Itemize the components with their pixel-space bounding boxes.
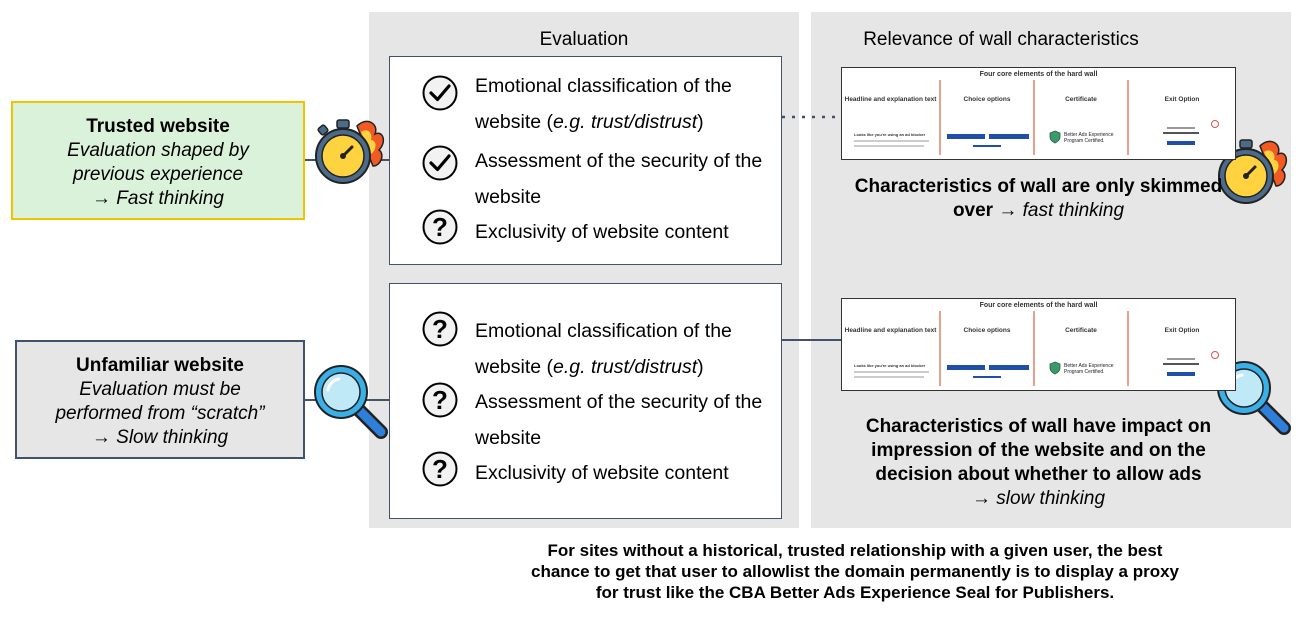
unfamiliar-line2: performed from “scratch”	[55, 403, 265, 424]
magnifier-icon	[314, 365, 388, 439]
svg-text:?: ?	[432, 314, 448, 344]
svg-text:?: ?	[432, 454, 448, 484]
wall-column-header: Certificate	[1065, 327, 1097, 334]
footer-text: For sites without a historical, trusted …	[530, 541, 1180, 602]
stopwatch-fire-icon	[1218, 139, 1288, 204]
item-text: Exclusivity of website content	[475, 462, 729, 484]
unfamiliar-arrow: →	[91, 427, 111, 448]
check-circle-icon	[422, 75, 458, 111]
wall-title: Four core elements of the hard wall	[979, 71, 1098, 78]
wall-column: Choice options	[941, 313, 1033, 384]
wall-column-header: Choice options	[963, 96, 1011, 103]
wall-column: Choice options	[941, 82, 1033, 153]
trusted-conclusion: Fast thinking	[116, 188, 224, 209]
unfamiliar-website-box: Unfamiliar website Evaluation must be pe…	[15, 340, 305, 459]
wall-cert-text: Better Ads Experience	[1064, 132, 1114, 138]
wall-column: Certificate Better Ads Experience Progra…	[1035, 82, 1127, 153]
wall-cert-text: Better Ads Experience	[1064, 363, 1114, 369]
question-circle-icon: ?	[422, 311, 458, 347]
wall-cert-text: Program Certified.	[1064, 369, 1105, 375]
wall-column: Certificate Better Ads Experience Progra…	[1035, 313, 1127, 384]
wall-cert-text: Program Certified.	[1064, 138, 1105, 144]
wall-column: Headline and explanation text Looks like…	[842, 82, 939, 153]
evaluation-title: Evaluation	[539, 29, 629, 50]
question-circle-icon: ?	[422, 382, 458, 418]
relevance-title: Relevance of wall characteristics	[863, 29, 1139, 50]
trusted-line1: Evaluation shaped by	[67, 140, 249, 161]
unfamiliar-conclusion: Slow thinking	[116, 427, 229, 448]
wall-column-header: Headline and explanation text	[844, 327, 937, 334]
svg-text:?: ?	[432, 385, 448, 415]
shield-icon	[1049, 130, 1061, 144]
check-circle-icon	[422, 145, 458, 181]
wall-title: Four core elements of the hard wall	[979, 302, 1098, 309]
stopwatch-fire-icon	[315, 119, 385, 184]
question-circle-icon: ?	[422, 451, 458, 487]
trusted-title: Trusted website	[86, 116, 230, 137]
trusted-website-box: Trusted website Evaluation shaped by pre…	[11, 101, 305, 220]
wall-headline-text: Looks like you're using an ad blocker	[854, 132, 926, 137]
caption-fast: Characteristics of wall are only skimmed…	[854, 176, 1223, 221]
unfamiliar-line1: Evaluation must be	[79, 379, 241, 400]
wall-column-header: Choice options	[963, 327, 1011, 334]
hard-wall-thumbnail: Four core elements of the hard wall Head…	[841, 67, 1236, 160]
question-circle-icon: ?	[422, 209, 458, 245]
wall-column-header: Exit Option	[1164, 327, 1200, 334]
wall-column: Exit Option	[1129, 313, 1235, 384]
wall-headline-text: Looks like you're using an ad blocker	[854, 363, 926, 368]
svg-text:?: ?	[432, 212, 448, 242]
wall-column-header: Certificate	[1065, 96, 1097, 103]
caption-slow: Characteristics of wall have impact on i…	[865, 416, 1212, 509]
unfamiliar-title: Unfamiliar website	[76, 355, 244, 376]
hard-wall-thumbnail: Four core elements of the hard wall Head…	[841, 298, 1236, 391]
wall-column-header: Exit Option	[1164, 96, 1200, 103]
trusted-line2: previous experience	[72, 164, 244, 185]
trusted-arrow: →	[91, 188, 111, 209]
item-text: Exclusivity of website content	[475, 221, 729, 243]
wall-column: Headline and explanation text Looks like…	[842, 313, 939, 384]
wall-column: Exit Option	[1129, 82, 1235, 153]
shield-icon	[1049, 361, 1061, 375]
wall-column-header: Headline and explanation text	[844, 96, 937, 103]
